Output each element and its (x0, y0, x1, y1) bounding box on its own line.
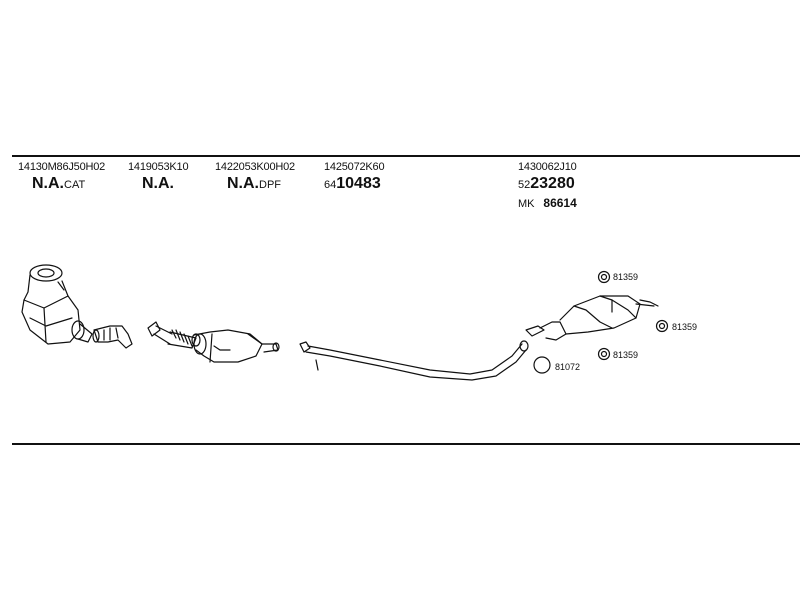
reference-label: 5223280 (518, 175, 575, 192)
top-divider (12, 155, 800, 157)
column-rear-silencer: 1430062J10 5223280 MK 86614 (518, 160, 577, 212)
reference-label: 6410483 (324, 175, 381, 192)
rear-silencer-drawing (525, 295, 659, 341)
mk-reference: MK 86614 (518, 196, 577, 210)
part-number: 1419053K10 (128, 161, 189, 173)
callout-mount-right: 81359 (672, 322, 698, 332)
column-catalytic-converter: 14130M86J50H02 N.A.CAT (18, 160, 105, 195)
column-middle-pipe: 1425072K60 6410483 (324, 160, 385, 195)
dpf-drawing (193, 329, 280, 363)
callout-gasket-ring: 81072 (555, 362, 581, 372)
callout-mount-bottom: 81359 (613, 350, 639, 360)
part-number: 14130M86J50H02 (18, 161, 106, 173)
bottom-divider (12, 443, 800, 445)
column-front-pipe: 1419053K10 N.A. (128, 160, 189, 194)
flex-pipe-drawing (92, 325, 133, 349)
front-pipe-drawing (147, 321, 201, 349)
reference-label: N.A. (142, 175, 174, 192)
catalytic-converter-drawing (21, 264, 93, 345)
reference-label: N.A.DPF (227, 175, 281, 192)
column-dpf: 1422053K00H02 N.A.DPF (215, 160, 295, 195)
part-number: 1430062J10 (518, 161, 577, 173)
part-number: 1425072K60 (324, 161, 385, 173)
reference-label: N.A.CAT (32, 175, 86, 192)
callout-mount-top: 81359 (613, 272, 639, 282)
middle-pipe-drawing (299, 340, 529, 381)
part-number: 1422053K00H02 (215, 161, 295, 173)
mount-rings-drawing (533, 270, 669, 374)
